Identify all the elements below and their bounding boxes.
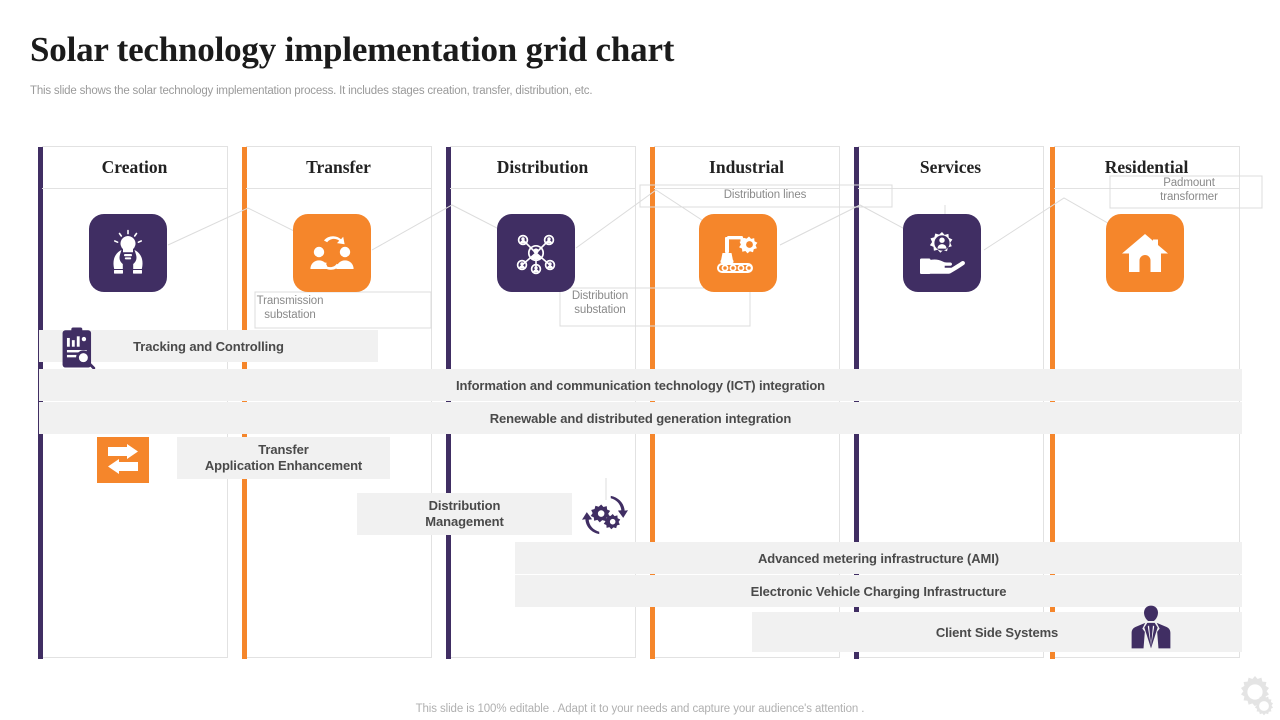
column-label: Residential [1104, 157, 1189, 177]
band-distribution-management[interactable]: Distribution Management [357, 493, 572, 535]
band-tracking-and-controlling[interactable]: Tracking and Controlling [39, 330, 378, 362]
icon-tile-industrial[interactable] [699, 214, 777, 292]
businessman-icon [1131, 605, 1171, 649]
two-way-arrows-icon-tile [97, 437, 149, 483]
band-advanced-metering-infrastructure[interactable]: Advanced metering infrastructure (AMI) [515, 542, 1242, 574]
band-transfer-application-enhancement[interactable]: Transfer Application Enhancement [177, 437, 390, 479]
page-subtitle: This slide shows the solar technology im… [30, 85, 593, 97]
people-exchange-icon [310, 236, 354, 270]
icon-tile-services[interactable] [903, 214, 981, 292]
caption-distribution-substation: Distribution substation [571, 290, 629, 316]
column-label: Transfer [306, 157, 371, 177]
icon-tile-creation[interactable] [89, 214, 167, 292]
column-header-transfer: Transfer [246, 147, 431, 189]
caption-transmission-substation: Transmission substation [256, 295, 324, 321]
column-header-services: Services [858, 147, 1043, 189]
icon-tile-residential[interactable] [1106, 214, 1184, 292]
house-icon [1122, 234, 1168, 272]
footer-note: This slide is 100% editable . Adapt it t… [415, 703, 865, 715]
column-label: Distribution [496, 157, 589, 177]
caption-padmount-transformer: Padmount transformer [1160, 177, 1218, 203]
column-header-industrial: Industrial [654, 147, 839, 189]
column-header-distribution: Distribution [450, 147, 635, 189]
column-header-creation: Creation [42, 147, 227, 189]
band-ev-charging-infrastructure[interactable]: Electronic Vehicle Charging Infrastructu… [515, 575, 1242, 607]
network-nodes-icon [516, 234, 556, 275]
icon-tile-distribution[interactable] [497, 214, 575, 292]
column-label: Services [919, 157, 982, 177]
column-label: Industrial [709, 157, 784, 177]
column-label: Creation [101, 157, 168, 177]
hand-gear-person-icon [920, 232, 965, 274]
gear-icon-small [1254, 695, 1274, 716]
page-title: Solar technology implementation grid cha… [30, 30, 675, 69]
band-ict-integration[interactable]: Information and communication technology… [39, 369, 1242, 401]
hands-lightbulb-icon [113, 229, 143, 274]
robot-arm-gear-icon [717, 236, 758, 273]
gears-cycle-icon [582, 495, 628, 535]
caption-distribution-lines: Distribution lines [723, 189, 807, 201]
icon-tile-transfer[interactable] [293, 214, 371, 292]
band-renewable-integration[interactable]: Renewable and distributed generation int… [39, 402, 1242, 434]
clipboard-magnifier-icon [62, 327, 96, 370]
two-way-arrows-icon [108, 444, 138, 474]
